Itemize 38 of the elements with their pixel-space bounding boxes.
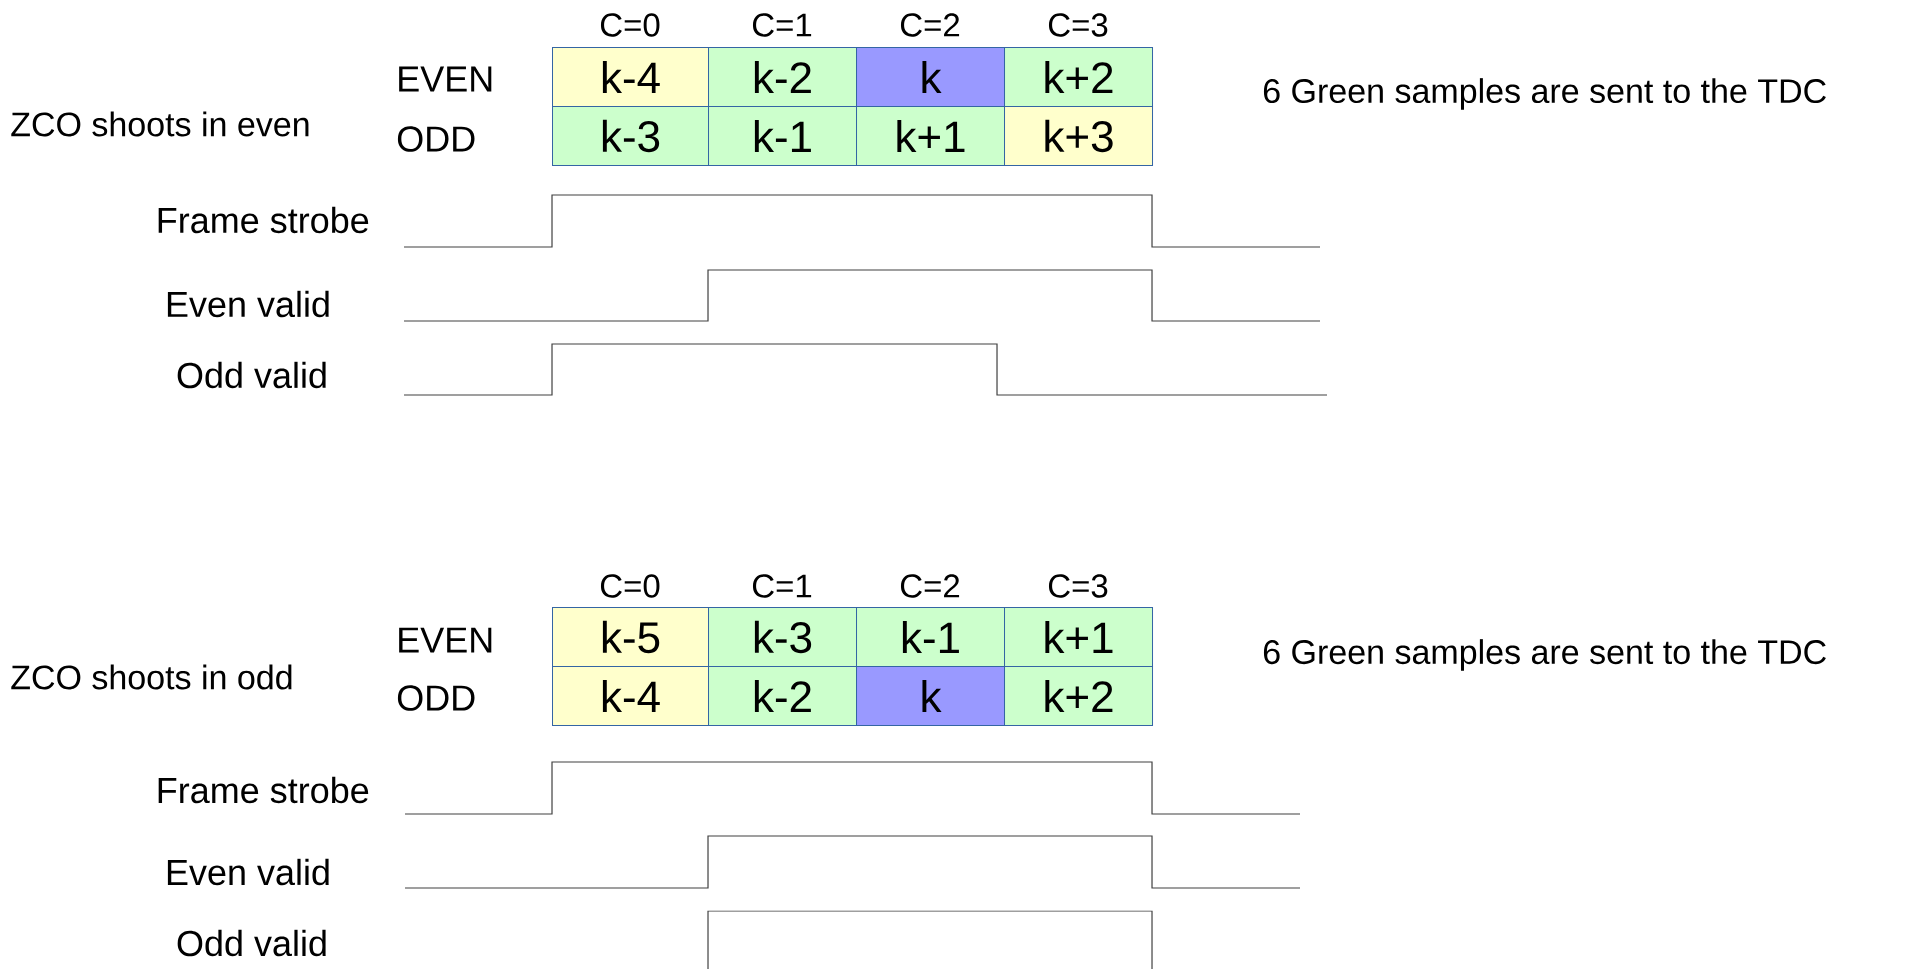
- row-label: ODD: [397, 126, 475, 152]
- table-cell: k+2: [1004, 666, 1153, 726]
- signal-name: Even valid: [167, 290, 329, 318]
- column-header: C=1: [752, 574, 812, 598]
- signal-name: Frame strobe: [158, 206, 369, 234]
- note: 6 Green samples are sent to the TDC: [1263, 78, 1826, 110]
- row-label: EVEN: [399, 627, 492, 653]
- table-cell: k-3: [552, 106, 709, 166]
- table-cell: k-5: [552, 607, 709, 667]
- row-label: ODD: [397, 685, 475, 711]
- column-header: C=0: [600, 574, 660, 598]
- table-cell: k+1: [1004, 607, 1153, 667]
- table-cell: k: [856, 666, 1005, 726]
- table-cell: k-4: [552, 666, 709, 726]
- column-header: C=3: [1048, 13, 1108, 37]
- table-cell: k+3: [1004, 106, 1153, 166]
- signal-name: Frame strobe: [158, 776, 369, 804]
- table-cell: k-3: [708, 607, 857, 667]
- table-cell: k-2: [708, 666, 857, 726]
- signal-name: Even valid: [167, 858, 329, 886]
- table-cell: k-1: [708, 106, 857, 166]
- signal-name: Odd valid: [177, 361, 326, 389]
- table-cell: k+2: [1004, 47, 1153, 107]
- diagram-heading: ZCO shoots in even: [11, 111, 309, 137]
- table-cell: k+1: [856, 106, 1005, 166]
- table-cell: k-1: [856, 607, 1005, 667]
- table-cell: k: [856, 47, 1005, 107]
- column-header: C=2: [900, 13, 960, 37]
- diagram-heading: ZCO shoots in odd: [11, 664, 292, 690]
- note: 6 Green samples are sent to the TDC: [1263, 639, 1826, 671]
- column-header: C=1: [752, 13, 812, 37]
- table-cell: k-4: [552, 47, 709, 107]
- column-header: C=2: [900, 574, 960, 598]
- table-cell: k-2: [708, 47, 857, 107]
- column-header: C=3: [1048, 574, 1108, 598]
- column-header: C=0: [600, 13, 660, 37]
- signal-name: Odd valid: [177, 929, 326, 957]
- row-label: EVEN: [399, 66, 492, 92]
